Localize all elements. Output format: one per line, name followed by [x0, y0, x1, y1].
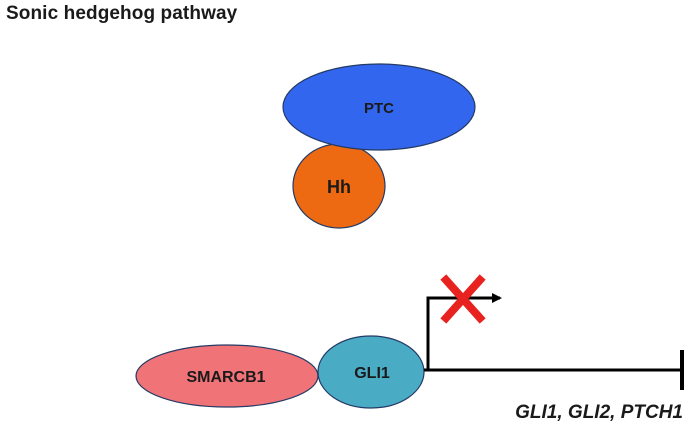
target-genes-label: GLI1, GLI2, PTCH1 — [515, 402, 683, 423]
transcription-arrow-path — [426, 293, 502, 370]
hh-node: Hh — [292, 143, 386, 229]
gli1-label: GLI1 — [354, 365, 390, 382]
target-gene-line — [424, 350, 684, 390]
transcription-arrow — [426, 293, 502, 370]
blocked-transcription-x — [440, 274, 486, 324]
ptc-label: PTC — [364, 100, 394, 117]
diagram-title: Sonic hedgehog pathway — [6, 3, 238, 24]
ptc-node: PTC — [282, 63, 476, 151]
gli1-node: GLI1 — [317, 335, 425, 409]
smarcb1-label: SMARCB1 — [186, 369, 265, 386]
smarcb1-node: SMARCB1 — [135, 344, 319, 408]
x-stroke-2 — [440, 274, 486, 324]
ptc-shape — [282, 63, 476, 151]
hh-label: Hh — [327, 177, 351, 197]
gli1-shape — [317, 335, 425, 409]
